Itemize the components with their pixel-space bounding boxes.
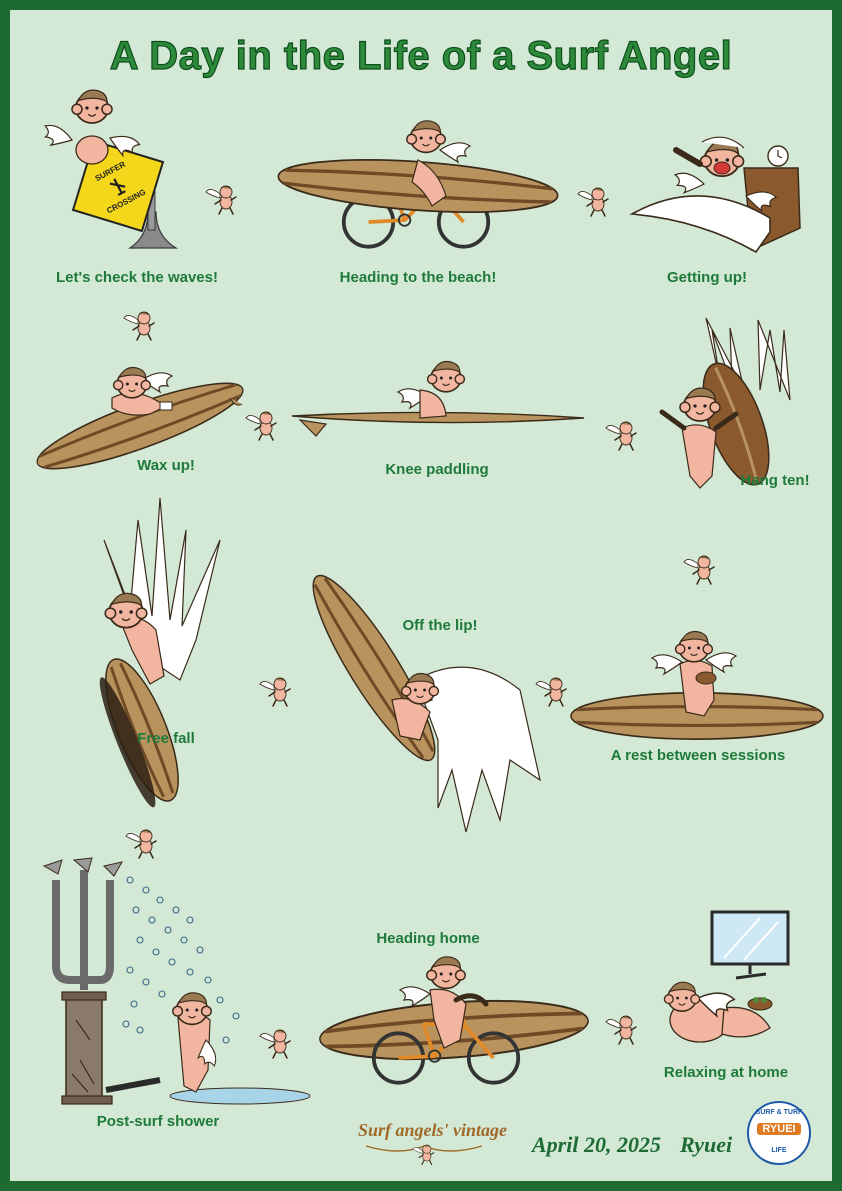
logo-bottom-text: LIFE: [771, 1147, 787, 1154]
brand-script: Surf angels' vintage: [358, 1120, 508, 1140]
caption-off-the-lip: Off the lip!: [403, 617, 478, 634]
mini-cherub-4: [245, 411, 277, 441]
caption-wax-up: Wax up!: [137, 457, 195, 474]
scene-shower: [42, 857, 311, 1105]
poster-title: A Day in the Life of a Surf Angel: [109, 33, 733, 78]
artist-signature: Ryuei: [680, 1132, 733, 1157]
scene-getting-up: [629, 136, 801, 254]
logo-middle-text: RYUEI: [757, 1123, 801, 1135]
caption-check-waves: Let's check the waves!: [56, 269, 218, 286]
mini-cherub-8: [535, 677, 567, 707]
caption-heading-home: Heading home: [376, 930, 479, 947]
mini-cherub-3: [123, 311, 155, 341]
scene-heading-beach: [275, 119, 561, 249]
scene-knee-paddling: [291, 360, 585, 437]
caption-hang-ten: Hang ten!: [740, 472, 809, 489]
footer-date: April 20, 2025: [532, 1132, 661, 1157]
mini-cherub-1: [205, 185, 237, 215]
caption-knee-paddling: Knee paddling: [385, 461, 488, 478]
scene-check-waves: SURFER CROSSING: [39, 89, 179, 249]
logo-top-text: SURF & TURF: [755, 1109, 803, 1116]
caption-shower: Post-surf shower: [97, 1113, 220, 1130]
brand-cherub-icon: [412, 1144, 435, 1166]
mini-cherub-2: [577, 187, 609, 217]
scene-off-the-lip: [312, 574, 541, 833]
scene-free-fall: [99, 497, 221, 808]
scene-wax-up: [28, 366, 252, 486]
caption-free-fall: Free fall: [137, 730, 195, 747]
scene-relaxing: [663, 910, 790, 1043]
scene-rest: [569, 630, 825, 741]
caption-getting-up: Getting up!: [667, 269, 747, 286]
mini-cherub-10: [259, 1029, 291, 1059]
mini-cherub-7: [683, 555, 715, 585]
mini-cherub-11: [605, 1015, 637, 1045]
caption-relaxing: Relaxing at home: [664, 1064, 788, 1081]
mini-cherub-5: [605, 421, 637, 451]
caption-rest: A rest between sessions: [611, 747, 786, 764]
caption-heading-beach: Heading to the beach!: [340, 269, 497, 286]
scene-hang-ten: [659, 317, 791, 489]
scene-heading-home: [316, 955, 592, 1085]
mini-cherub-6: [259, 677, 291, 707]
ryuei-logo: SURF & TURF RYUEI LIFE: [747, 1101, 811, 1165]
mini-cherub-9: [125, 829, 157, 859]
